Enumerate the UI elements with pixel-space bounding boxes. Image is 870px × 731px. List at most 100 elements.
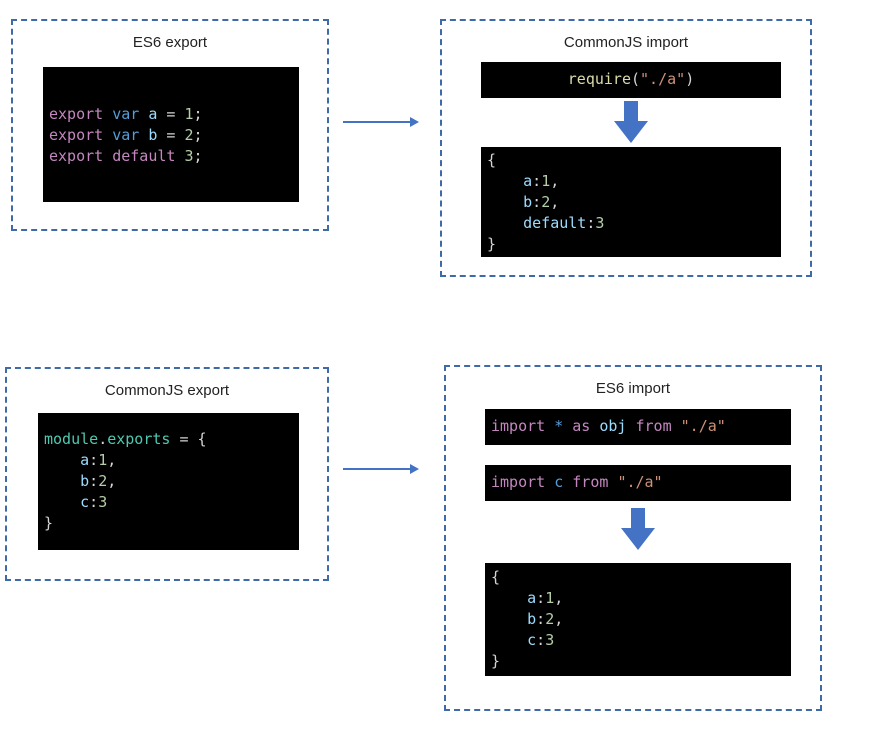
code-token: { [487,151,497,169]
code-line: a:1, [491,588,791,609]
code-line: b:2, [44,471,299,492]
code-token: ( [631,70,641,88]
es6-export-panel: ES6 export export var a = 1;export var b… [11,19,329,231]
code-token: { [491,568,501,586]
arrow-down-icon [614,101,648,143]
code-token [103,105,112,123]
code-token [563,473,572,491]
code-token: 2 [541,193,551,211]
code-token [626,417,635,435]
code-token: : [89,493,99,511]
code-token [103,147,112,165]
code-token: : [586,214,596,232]
code-token: from [635,417,672,435]
code-line: export default 3; [49,146,299,167]
code-token: require [567,70,631,88]
code-token: , [550,172,560,190]
code-line: } [491,651,791,672]
code-token: b [80,472,90,490]
code-token: 2 [184,126,194,144]
code-token: var [112,105,140,123]
code-token: 3 [545,631,555,649]
code-token: "./a" [640,70,686,88]
code-token: export [49,126,104,144]
code-token: default [112,147,176,165]
code-token: var [112,126,140,144]
code-token: = [157,105,185,123]
code-token: "./a" [680,417,726,435]
code-token: ) [685,70,695,88]
code-token: ; [193,147,203,165]
code-token: b [148,126,158,144]
code-token [44,451,80,469]
code-token: : [536,589,546,607]
code-token: a [148,105,158,123]
code-line: import * as obj from "./a" [491,416,791,437]
code-line: c:3 [491,630,791,651]
es6-import-panel: ES6 import import * as obj from "./a" im… [444,365,822,711]
code-token: = { [170,430,207,448]
import-default-code-block: import c from "./a" [485,465,791,501]
code-token [139,105,148,123]
code-line: b:2, [487,192,781,213]
code-token: ; [193,105,203,123]
code-token: 1 [184,105,194,123]
code-token [545,473,554,491]
code-token: 1 [98,451,108,469]
code-token: exports [107,430,171,448]
code-token [491,610,527,628]
code-token: a [523,172,533,190]
code-line: } [44,513,299,534]
code-token: 1 [545,589,555,607]
code-token: 1 [541,172,551,190]
code-line: import c from "./a" [491,472,791,493]
code-token [487,172,523,190]
code-token: a [527,589,537,607]
code-line: default:3 [487,213,781,234]
code-token: = [157,126,185,144]
code-token: . [98,430,108,448]
code-line: b:2, [491,609,791,630]
code-token [139,126,148,144]
code-token: } [491,652,501,670]
panel-title: ES6 import [595,380,671,397]
code-line: { [487,150,781,171]
import-namespace-code-block: import * as obj from "./a" [485,409,791,445]
panel-title: ES6 export [132,34,208,51]
code-token: default [523,214,587,232]
code-line: { [491,567,791,588]
code-token: : [532,193,542,211]
code-line: require("./a") [481,69,781,90]
code-token: : [536,631,546,649]
code-token: a [80,451,90,469]
code-token: , [554,589,564,607]
code-token: 3 [595,214,605,232]
code-line: c:3 [44,492,299,513]
code-token: } [44,514,54,532]
code-token: : [89,451,99,469]
code-token: import [491,417,546,435]
code-token: } [487,235,497,253]
code-token: 2 [545,610,555,628]
arrow-right-icon [343,117,419,127]
panel-title: CommonJS import [563,34,689,51]
code-line: export var b = 2; [49,125,299,146]
commonjs-export-panel: CommonJS export module.exports = { a:1, … [5,367,329,581]
code-token: c [527,631,537,649]
code-token [491,589,527,607]
arrow-down-icon [621,508,655,550]
code-token: import [491,473,546,491]
code-token: ; [193,126,203,144]
code-line: } [487,234,781,255]
code-block: module.exports = { a:1, b:2, c:3} [38,413,299,550]
code-token: * [554,417,564,435]
code-token: "./a" [617,473,663,491]
code-token: module [44,430,99,448]
code-line: a:1, [44,450,299,471]
code-token [487,193,523,211]
code-token: b [523,193,533,211]
code-token: export [49,147,104,165]
code-token: as [572,417,591,435]
code-token: from [572,473,609,491]
code-token: , [107,472,117,490]
